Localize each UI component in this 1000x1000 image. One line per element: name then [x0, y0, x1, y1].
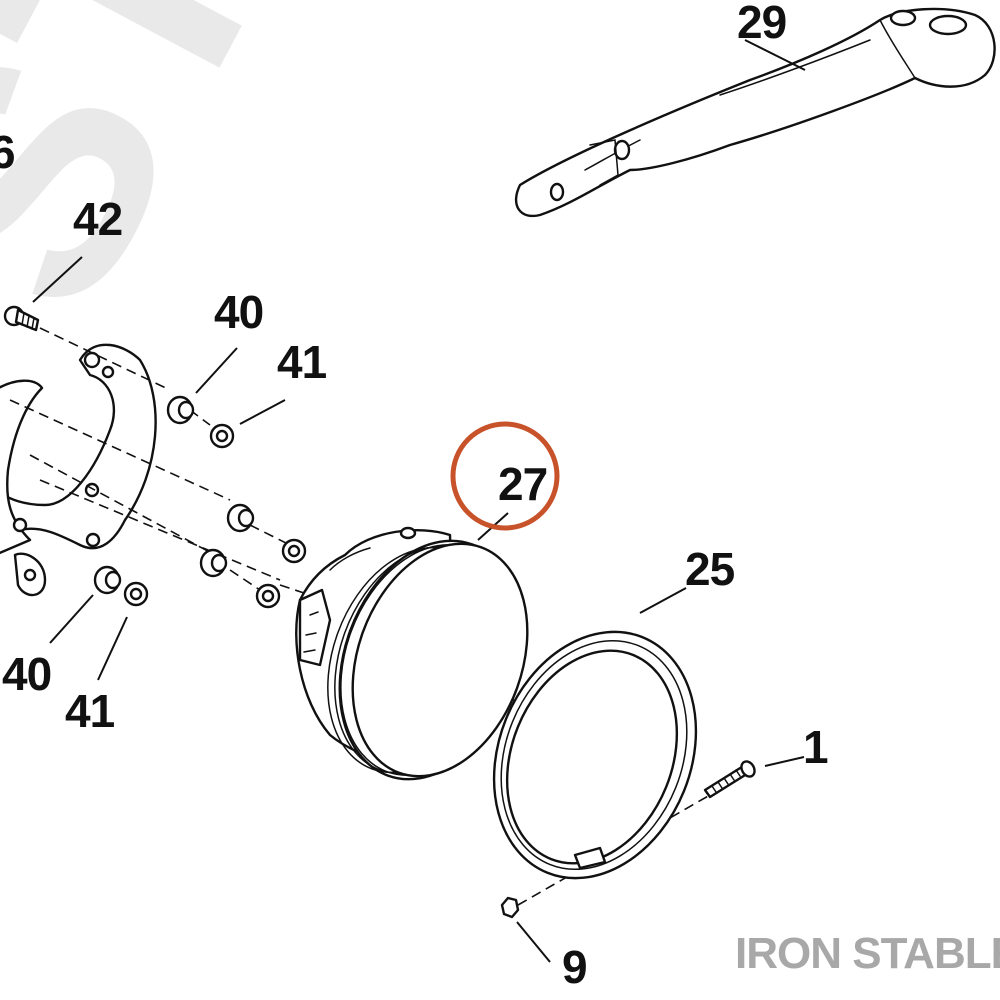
- callout-42: 42: [73, 193, 122, 245]
- part-42-bolt: [3, 305, 40, 332]
- callout-41-bottom: 41: [65, 685, 115, 737]
- part-9-nut: [500, 896, 520, 919]
- part-40-41-bottom: [93, 565, 149, 607]
- callout-40-top: 40: [214, 286, 263, 338]
- part-6-bracket: [0, 343, 157, 597]
- leader-lines: [32, 39, 806, 963]
- callout-40-bottom: 40: [2, 648, 51, 700]
- part-27-headlamp: [295, 526, 529, 781]
- brand-logo-text: IRON STABLE: [735, 929, 1000, 978]
- callout-1: 1: [803, 721, 828, 773]
- part-40-grommets-top: [166, 395, 255, 578]
- part-25-trim-ring: [492, 630, 698, 880]
- watermark-text: STABLE: [0, 0, 750, 363]
- callout-9: 9: [562, 941, 587, 993]
- callout-25: 25: [685, 543, 735, 595]
- callout-41-top: 41: [277, 336, 327, 388]
- part-41-washers-top: [209, 423, 307, 609]
- callout-29: 29: [737, 0, 786, 48]
- highlight-circle-27: [450, 421, 560, 531]
- callout-6: 6: [0, 126, 15, 178]
- part-29-mount-arm: [514, 7, 996, 218]
- callout-27: 27: [498, 458, 547, 510]
- part-1-screw: [703, 760, 756, 799]
